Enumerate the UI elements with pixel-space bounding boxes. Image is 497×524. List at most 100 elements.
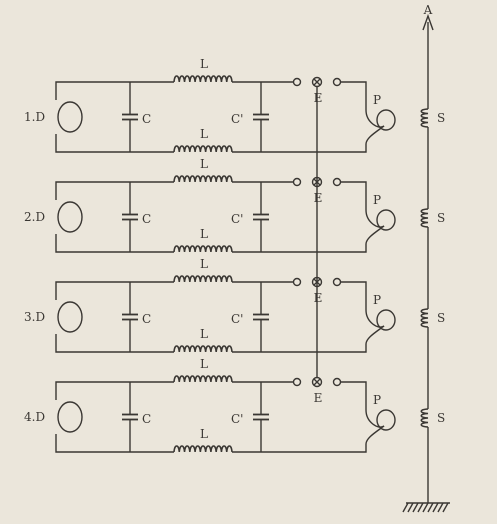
- stage-4: 4.D L L C C' E P S: [24, 357, 445, 453]
- inductor-bottom-label: L: [200, 427, 208, 441]
- inductor-bottom-coil: [173, 245, 233, 253]
- capacitor-c-prime: [253, 182, 269, 252]
- capacitor-c: [122, 82, 138, 152]
- generator-lead-top: [55, 181, 75, 200]
- capacitor-c: [122, 282, 138, 352]
- primary-coil-label: P: [373, 293, 381, 307]
- ground-hatch: [417, 502, 424, 513]
- gap-node-cross: [313, 378, 321, 386]
- generator-coil: [57, 101, 83, 133]
- ground-hatch: [432, 502, 439, 513]
- generator-coil: [57, 401, 83, 433]
- gap-terminal-left: [292, 377, 302, 387]
- stage-2: 2.D L L C C' E P S: [24, 157, 445, 253]
- secondary-coil: [420, 308, 429, 328]
- capacitor-c-prime: [253, 282, 269, 352]
- antenna-mast: A: [422, 3, 434, 503]
- ground-hatch: [427, 502, 434, 513]
- ground-hatch: [437, 502, 444, 513]
- secondary-coil-label: S: [437, 411, 445, 425]
- primary-coil-label: P: [373, 193, 381, 207]
- ground-hatch: [402, 502, 409, 513]
- primary-lead-out: [320, 225, 385, 253]
- stage-number: 1.D: [24, 110, 45, 124]
- inductor-top-label: L: [200, 157, 208, 171]
- secondary-coil-label: S: [437, 311, 445, 325]
- capacitor-c-label: C: [142, 412, 151, 426]
- inductor-top-label: L: [200, 257, 208, 271]
- inductor-top-coil: [173, 375, 233, 383]
- gap-terminal-right: [332, 77, 342, 87]
- inductor-top-label: L: [200, 57, 208, 71]
- capacitor-c-prime-label: C': [231, 412, 243, 426]
- primary-lead-in: [341, 81, 385, 128]
- capacitor-c-prime-label: C': [231, 212, 243, 226]
- inductor-top-coil: [173, 75, 233, 83]
- primary-lead-in: [341, 281, 385, 328]
- primary-lead-out: [320, 325, 385, 353]
- capacitor-c-label: C: [142, 312, 151, 326]
- gap-terminal-left: [292, 277, 302, 287]
- generator-lead-bottom: [55, 334, 174, 353]
- secondary-coil-label: S: [437, 111, 445, 125]
- generator-lead-top: [55, 381, 75, 400]
- secondary-coil: [420, 108, 429, 128]
- ground-hatch: [422, 502, 429, 513]
- inductor-bottom-coil: [173, 345, 233, 353]
- secondary-coil: [420, 408, 429, 428]
- gap-terminal-right: [332, 277, 342, 287]
- generator-lead-bottom: [55, 234, 174, 253]
- spark-gap-label: E: [314, 291, 323, 305]
- inductor-bottom-label: L: [200, 127, 208, 141]
- stage-number: 2.D: [24, 210, 45, 224]
- gap-terminal-right: [332, 177, 342, 187]
- primary-coil-loop: [376, 309, 396, 331]
- inductor-top-coil: [173, 275, 233, 283]
- capacitor-c-label: C: [142, 212, 151, 226]
- gap-terminal-left: [292, 77, 302, 87]
- primary-lead-out: [320, 425, 385, 453]
- secondary-coil-label: S: [437, 211, 445, 225]
- primary-coil-loop: [376, 109, 396, 131]
- capacitor-c-prime-label: C': [231, 312, 243, 326]
- generator-lead-top: [55, 81, 75, 100]
- inductor-top-label: L: [200, 357, 208, 371]
- primary-coil-loop: [376, 409, 396, 431]
- ground-hatch: [407, 502, 414, 513]
- primary-lead-in: [341, 381, 385, 428]
- capacitor-c-prime: [253, 82, 269, 152]
- generator-lead-top: [55, 281, 75, 300]
- gap-terminal-left: [292, 177, 302, 187]
- generator-coil: [57, 201, 83, 233]
- gap-terminal-right: [332, 377, 342, 387]
- antenna-label: A: [423, 3, 433, 17]
- generator-coil: [57, 301, 83, 333]
- capacitor-c: [122, 382, 138, 452]
- ground-hatch: [442, 502, 449, 513]
- generator-lead-bottom: [55, 434, 174, 453]
- primary-coil-label: P: [373, 393, 381, 407]
- primary-lead-out: [320, 125, 385, 153]
- capacitor-c: [122, 182, 138, 252]
- ground-icon: [402, 502, 450, 513]
- primary-coil-loop: [376, 209, 396, 231]
- antenna-arrow-icon: [422, 13, 434, 31]
- capacitor-c-label: C: [142, 112, 151, 126]
- inductor-bottom-coil: [173, 445, 233, 453]
- capacitor-c-prime: [253, 382, 269, 452]
- stage-number: 3.D: [24, 310, 45, 324]
- stage-number: 4.D: [24, 410, 45, 424]
- inductor-bottom-label: L: [200, 227, 208, 241]
- ground-hatch: [412, 502, 419, 513]
- secondary-coil: [420, 208, 429, 228]
- spark-gap-label: E: [314, 391, 323, 405]
- spark-gap-label: E: [314, 91, 323, 105]
- primary-lead-in: [341, 181, 385, 228]
- capacitor-c-prime-label: C': [231, 112, 243, 126]
- generator-lead-bottom: [55, 134, 174, 153]
- spark-gap-label: E: [314, 191, 323, 205]
